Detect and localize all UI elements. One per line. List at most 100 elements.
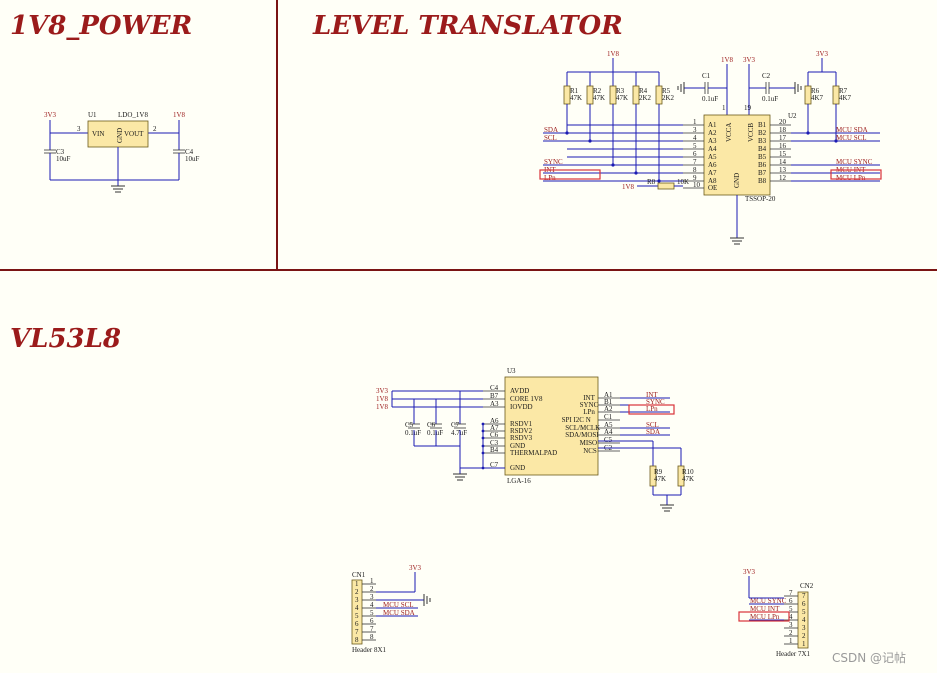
- pin-number: 7: [355, 628, 359, 636]
- cn2-label: Header 7X1: [776, 650, 811, 658]
- resistor-ref: R3: [616, 87, 625, 95]
- pin-number: 6: [693, 150, 697, 158]
- ground-icon: [453, 473, 467, 481]
- pin-number: 8: [693, 166, 697, 174]
- resistor-ref: R6: [811, 87, 820, 95]
- net-label: SYNC: [646, 398, 665, 406]
- pin-name: B1: [758, 121, 767, 129]
- net-label: MCU LPn: [836, 174, 866, 182]
- pin-number: 6: [355, 620, 359, 628]
- cn2-pin: 33: [784, 621, 806, 632]
- net-label: SCL: [646, 421, 659, 429]
- pin-name: RSDV3: [510, 434, 533, 442]
- c3-ref: C3: [56, 148, 65, 156]
- pin-name: A2: [708, 129, 717, 137]
- pin-number: 2: [802, 632, 806, 640]
- net-label: LPn: [646, 405, 658, 413]
- cn2-pin: 77: [784, 589, 806, 600]
- pin-number-out: 1: [789, 637, 793, 645]
- pin-name: A4: [708, 145, 717, 153]
- c2-ref: C2: [762, 72, 771, 80]
- rail-label-3v3-cn1: 3V3: [409, 564, 422, 572]
- pin-number: 3: [693, 126, 697, 134]
- u3-package: LGA-16: [507, 477, 531, 485]
- pin-number-out: 6: [370, 617, 374, 625]
- pin-name: A6: [708, 161, 717, 169]
- pin-number: 6: [802, 600, 806, 608]
- resistor-value: 47K: [570, 94, 582, 102]
- highlight-lpn-sensor: [628, 404, 675, 415]
- pin-name: LPn: [583, 408, 595, 416]
- u2-pin-vccb: 19: [744, 104, 752, 112]
- pin-name: CORE 1V8: [510, 395, 543, 403]
- pin-number-out: 2: [370, 585, 374, 593]
- pin-number: A3: [490, 400, 499, 408]
- u1-vout: VOUT: [124, 130, 144, 138]
- resistor-value: 2K2: [639, 94, 652, 102]
- pin-number: 4: [355, 604, 359, 612]
- title-1v8-power: 1V8_POWER: [10, 11, 192, 41]
- net-label: MCU SCL: [383, 601, 414, 609]
- resistor-ref: R4: [639, 87, 648, 95]
- rail-label-1v8-vcca: 1V8: [721, 56, 734, 64]
- pin-number-out: 2: [789, 629, 793, 637]
- u1-pin-in: 3: [77, 125, 81, 133]
- pin-number: 12: [779, 174, 787, 182]
- pin-name: A5: [708, 153, 717, 161]
- net-label: 3V3: [376, 387, 389, 395]
- pin-number-out: 1: [370, 577, 374, 585]
- highlight-mcu-lpn-cn2: [738, 611, 790, 622]
- pin-number: C1: [604, 413, 613, 421]
- pin-number: 1: [802, 640, 806, 648]
- u2-ref: U2: [788, 112, 797, 120]
- pin-number: C6: [490, 431, 499, 439]
- net-label: MCU INT: [750, 605, 780, 613]
- pin-number-out: 5: [789, 605, 793, 613]
- resistor-value: 47K: [654, 475, 666, 483]
- u2-gnd: GND: [733, 173, 741, 188]
- pin-name: RSDV1: [510, 420, 533, 428]
- u2-vcca: VCCA: [725, 123, 733, 142]
- cn1-label: Header 8X1: [352, 646, 387, 654]
- ground-icon: [111, 185, 125, 193]
- pin-number-out: 4: [789, 613, 793, 621]
- pin-name: OE: [708, 184, 717, 192]
- resistor-ref: R9: [654, 468, 663, 476]
- pin-number: A4: [604, 428, 613, 436]
- pin-number: 7: [693, 158, 697, 166]
- pin-number-out: 7: [789, 589, 793, 597]
- cn1-ref: CN1: [352, 571, 366, 579]
- pin-name: IOVDD: [510, 403, 533, 411]
- cap-ref: C6: [427, 421, 436, 429]
- u2-package: TSSOP-20: [745, 195, 776, 203]
- pin-name: B6: [758, 161, 767, 169]
- pin-name: B8: [758, 177, 767, 185]
- u1-ref: U1: [88, 111, 97, 119]
- pin-name: SYNC: [580, 401, 599, 409]
- capacitor-c7: C74.7uF: [451, 421, 467, 437]
- pin-number-out: 5: [370, 609, 374, 617]
- c3-value: 10uF: [56, 155, 71, 163]
- resistor-value: 4K7: [839, 94, 852, 102]
- pin-name: A3: [708, 137, 717, 145]
- net-label: MCU SYNC: [836, 158, 873, 166]
